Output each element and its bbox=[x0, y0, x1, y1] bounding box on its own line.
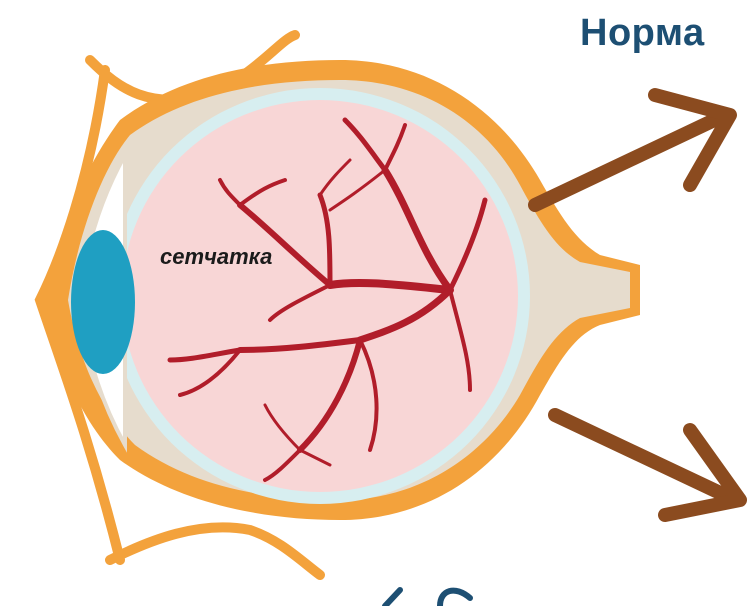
cropped-text-fragment bbox=[385, 590, 470, 606]
arrow-right-up-icon bbox=[535, 95, 730, 205]
retina-label: сетчатка bbox=[160, 244, 272, 270]
arrow-right-down-icon bbox=[555, 415, 740, 515]
lower-eyelid bbox=[110, 527, 320, 575]
retina bbox=[122, 100, 518, 492]
lens bbox=[71, 230, 135, 374]
diagram-title: Норма bbox=[580, 12, 705, 55]
